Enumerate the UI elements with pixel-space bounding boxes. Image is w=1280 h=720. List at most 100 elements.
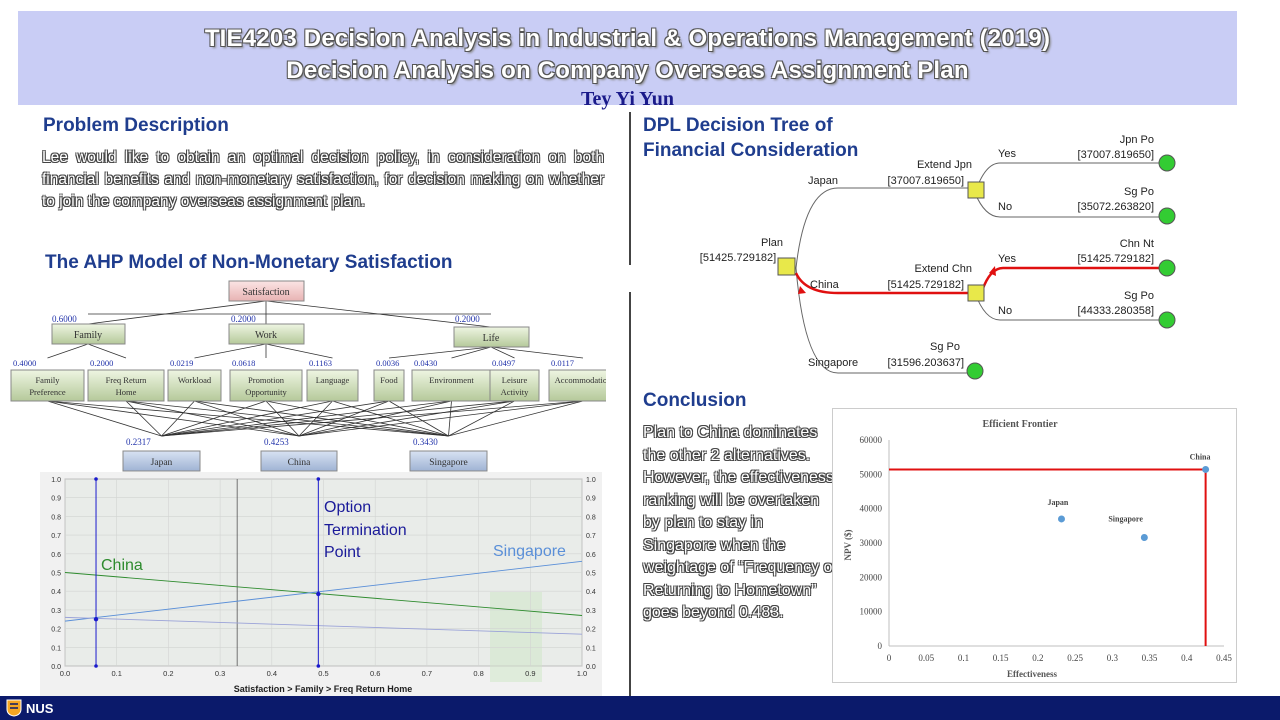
- extend-chn-value: [51425.729182]: [888, 279, 964, 291]
- ahp-subweight: 0.1163: [309, 358, 332, 368]
- branch-japan-line: [795, 187, 975, 269]
- sens-y-tick-left: 0.3: [51, 608, 61, 615]
- branch-japan-label: Japan: [808, 175, 838, 187]
- ef-x-tick: 0.4: [1181, 653, 1193, 663]
- ef-y-tick: 30000: [860, 538, 883, 548]
- ahp-sublabel: Opportunity: [245, 387, 287, 397]
- sg-po-root-terminal: [966, 362, 984, 380]
- sens-x-tick: 0.1: [111, 669, 121, 678]
- conclusion-heading: Conclusion: [643, 390, 747, 411]
- footer-bar: NUS: [0, 696, 1280, 720]
- sg-po-2-label: Sg Po: [1124, 290, 1154, 302]
- sens-y-tick-left: 0.9: [51, 496, 61, 503]
- ef-y-tick: 10000: [860, 607, 883, 617]
- ahp-sublabel: Accommodation: [555, 375, 606, 385]
- chn-no-label: No: [998, 305, 1012, 317]
- ef-y-tick: 40000: [860, 504, 883, 514]
- ahp-label-life: Life: [483, 333, 500, 344]
- ef-point-label: Japan: [1047, 498, 1068, 507]
- ahp-criterion-work: 0.2000 Work: [228, 314, 305, 345]
- ahp-hierarchy-diagram: Satisfaction 0.6000 Family 0.2000 Work 0…: [10, 280, 606, 472]
- singapore-shaded-region: [490, 592, 542, 682]
- column-divider-bottom: [629, 292, 631, 698]
- nus-logo: NUS: [6, 698, 53, 718]
- ahp-criterion-life: 0.2000 Life: [453, 314, 530, 348]
- intersection-point: [316, 591, 321, 597]
- ef-x-tick: 0.2: [1032, 653, 1043, 663]
- nus-crest-icon: [6, 699, 22, 717]
- problem-text: Lee would like to obtain an optimal deci…: [42, 149, 604, 210]
- ahp-alt-label: China: [288, 458, 311, 468]
- japan-series-line: [64, 616, 583, 635]
- extend-chn-node: [967, 284, 985, 302]
- branch-singapore-label: Singapore: [808, 357, 858, 369]
- chn-yes-label: Yes: [998, 253, 1016, 265]
- sens-y-tick-right: 0.1: [586, 645, 596, 652]
- sens-y-tick-left: 0.2: [51, 627, 61, 634]
- ef-xlabel: Effectiveness: [1007, 669, 1057, 679]
- sens-x-tick: 0.9: [525, 669, 535, 678]
- ef-point-china: [1202, 465, 1210, 473]
- sens-y-tick-left: 0.5: [51, 571, 61, 578]
- ef-x-tick: 0.05: [918, 653, 934, 663]
- ahp-sublabel: Family: [35, 375, 60, 385]
- sg-po-1-label: Sg Po: [1124, 186, 1154, 198]
- marker-point: [93, 617, 99, 622]
- sens-y-tick-left: 1.0: [51, 477, 61, 484]
- sens-x-tick: 0.8: [473, 669, 483, 678]
- ef-chart-title: Efficient Frontier: [982, 419, 1058, 430]
- jpn-po-terminal: [1158, 154, 1176, 172]
- extend-jpn-value: [37007.819650]: [888, 175, 964, 187]
- ahp-alt-weight: 0.3430: [413, 437, 438, 447]
- optimal-path-chn-yes: [980, 266, 1160, 292]
- sens-x-tick: 0.6: [370, 669, 380, 678]
- sens-y-tick-left: 0.4: [51, 589, 61, 596]
- ef-x-tick: 0.1: [958, 653, 969, 663]
- poster-title: TIE4203 Decision Analysis in Industrial …: [204, 25, 1051, 52]
- ef-x-tick: 0.25: [1067, 653, 1083, 663]
- ef-y-tick: 0: [878, 641, 883, 651]
- ahp-weight-life: 0.2000: [455, 314, 480, 324]
- singapore-series-line: [64, 560, 583, 622]
- ahp-label-work: Work: [255, 330, 277, 341]
- ef-x-tick: 0.15: [993, 653, 1009, 663]
- ahp-sublabel: Environment: [429, 375, 474, 385]
- ahp-criterion-family: 0.6000 Family: [51, 314, 126, 345]
- ef-ylabel: NPV ($): [843, 529, 853, 560]
- sens-x-tick: 0.0: [60, 669, 70, 678]
- china-series-line: [64, 572, 583, 616]
- problem-heading: Problem Description: [43, 115, 229, 136]
- sens-y-tick-right: 0.3: [586, 608, 596, 615]
- sg-po-root-label: Sg Po: [930, 341, 960, 353]
- ef-x-tick: 0.35: [1142, 653, 1158, 663]
- sens-x-tick: 0.3: [215, 669, 225, 678]
- ahp-sublabel: Freq Return: [106, 375, 148, 385]
- jpn-yes-label: Yes: [998, 148, 1016, 160]
- sens-y-tick-right: 0.9: [586, 496, 596, 503]
- sens-y-tick-right: 0.0: [586, 664, 596, 671]
- root-decision-node: [777, 257, 796, 276]
- option-label-line1: Option: [324, 499, 371, 516]
- extend-chn-label: Extend Chn: [915, 263, 972, 275]
- ef-point-label: Singapore: [1108, 515, 1143, 524]
- ahp-subweight: 0.2000: [90, 358, 113, 368]
- sg-po-1-terminal: [1158, 207, 1176, 225]
- chn-nt-value: [51425.729182]: [1078, 253, 1154, 265]
- ahp-alt-label: Singapore: [429, 458, 468, 468]
- ahp-subweight: 0.0430: [414, 358, 437, 368]
- ef-x-tick: 0: [887, 653, 892, 663]
- chn-nt-label: Chn Nt: [1120, 238, 1154, 250]
- sens-y-tick-right: 0.5: [586, 571, 596, 578]
- sens-y-tick-right: 0.6: [586, 552, 596, 559]
- ahp-sublabel: Food: [380, 375, 398, 385]
- ahp-sublabel: Preference: [29, 387, 66, 397]
